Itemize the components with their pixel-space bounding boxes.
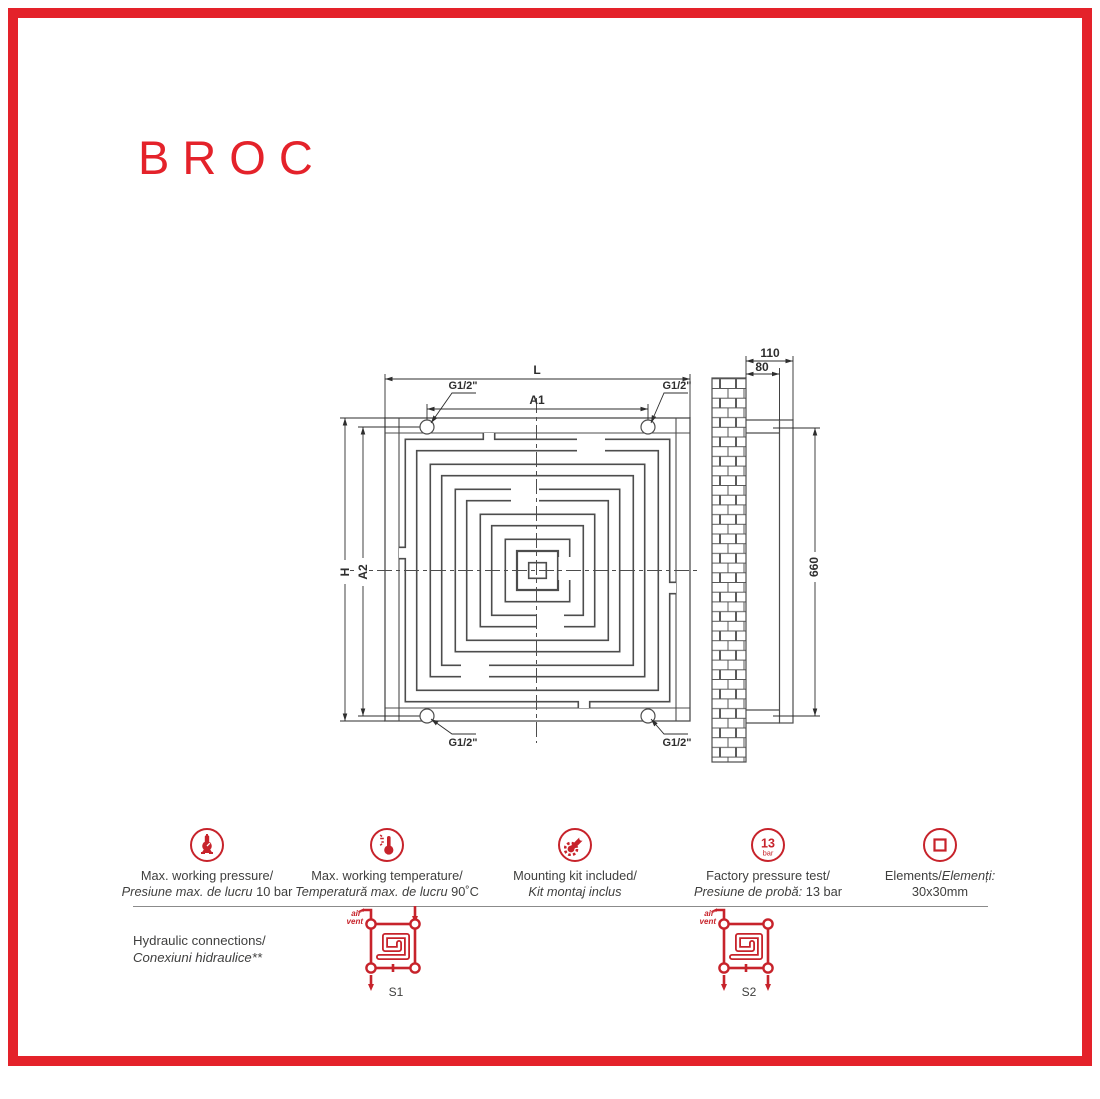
pressure-test-value: 13 (761, 837, 775, 851)
dim-label-H: H (338, 568, 352, 577)
s2-label: S2 (742, 985, 757, 999)
pressure-test-unit: bar (763, 849, 774, 858)
thermometer-icon (370, 828, 404, 862)
svg-text:vent: vent (347, 917, 364, 926)
spec-line1: Mounting kit included/ (513, 868, 637, 883)
dim-label-A2: A2 (356, 564, 370, 580)
spec-max-working-pressure: Max. working pressure/ Presiune max. de … (112, 828, 302, 900)
dim-label-A1: A1 (529, 393, 545, 407)
svg-text:vent: vent (700, 917, 717, 926)
radiator-profile (778, 419, 794, 724)
hydraulic-line2: Conexiuni hidraulice** (133, 950, 263, 965)
connection-label-bottom-right: G1/2" (662, 737, 691, 749)
connection-bosses (419, 419, 656, 724)
s1-label: S1 (389, 985, 404, 999)
spec-line1: Max. working pressure/ (140, 868, 274, 883)
section-divider (133, 906, 988, 907)
spec-line2: Presiune de probă: (694, 884, 803, 899)
dim-label-L: L (533, 363, 540, 377)
connection-label-bottom-left: G1/2" (448, 737, 477, 749)
spec-line2: Temperatură max. de lucru (295, 884, 448, 899)
connection-label-top-right: G1/2" (662, 380, 691, 392)
hydraulic-diagram-s1: air vent S1 (347, 906, 421, 999)
spec-line1: Elements/ (884, 868, 942, 883)
hydraulic-diagram-s2: air vent S2 (700, 908, 774, 999)
mounting-kit-icon (558, 828, 592, 862)
spec-factory-pressure-test: 13 bar Factory pressure test/ Presiune d… (673, 828, 863, 900)
spec-max-working-temperature: Max. working temperature/ Temperatură ma… (292, 828, 482, 900)
hydraulic-line1: Hydraulic connections/ (133, 933, 266, 948)
dim-label-110: 110 (760, 346, 780, 360)
spec-line1: Max. working temperature/ (311, 868, 463, 883)
page-border-frame (8, 8, 1092, 1066)
product-title: BROC (138, 131, 326, 185)
spec-mounting-kit: Mounting kit included/ Kit montaj inclus (480, 828, 670, 900)
pressure-test-icon: 13 bar (751, 828, 785, 862)
air-vent-label: air (704, 909, 715, 918)
connection-label-top-left: G1/2" (448, 380, 477, 392)
spec-line2: Kit montaj inclus (528, 884, 622, 899)
wall-section (711, 377, 747, 763)
front-view: H A2 L A1 (336, 363, 700, 749)
dim-label-80: 80 (755, 360, 769, 374)
dim-label-660: 660 (807, 557, 821, 577)
hydraulic-connections-heading: Hydraulic connections/ Conexiuni hidraul… (133, 932, 266, 966)
spec-line1: Factory pressure test/ (706, 868, 830, 883)
element-size-icon (923, 828, 957, 862)
side-view: 110 80 660 (711, 346, 821, 763)
pressure-gauge-icon (190, 828, 224, 862)
spec-elements: Elements/Elemenți: 30x30mm (845, 828, 1035, 900)
spec-line2: Presiune max. de lucru (121, 884, 253, 899)
mounting-brackets (746, 419, 780, 724)
air-vent-label: air (351, 909, 362, 918)
